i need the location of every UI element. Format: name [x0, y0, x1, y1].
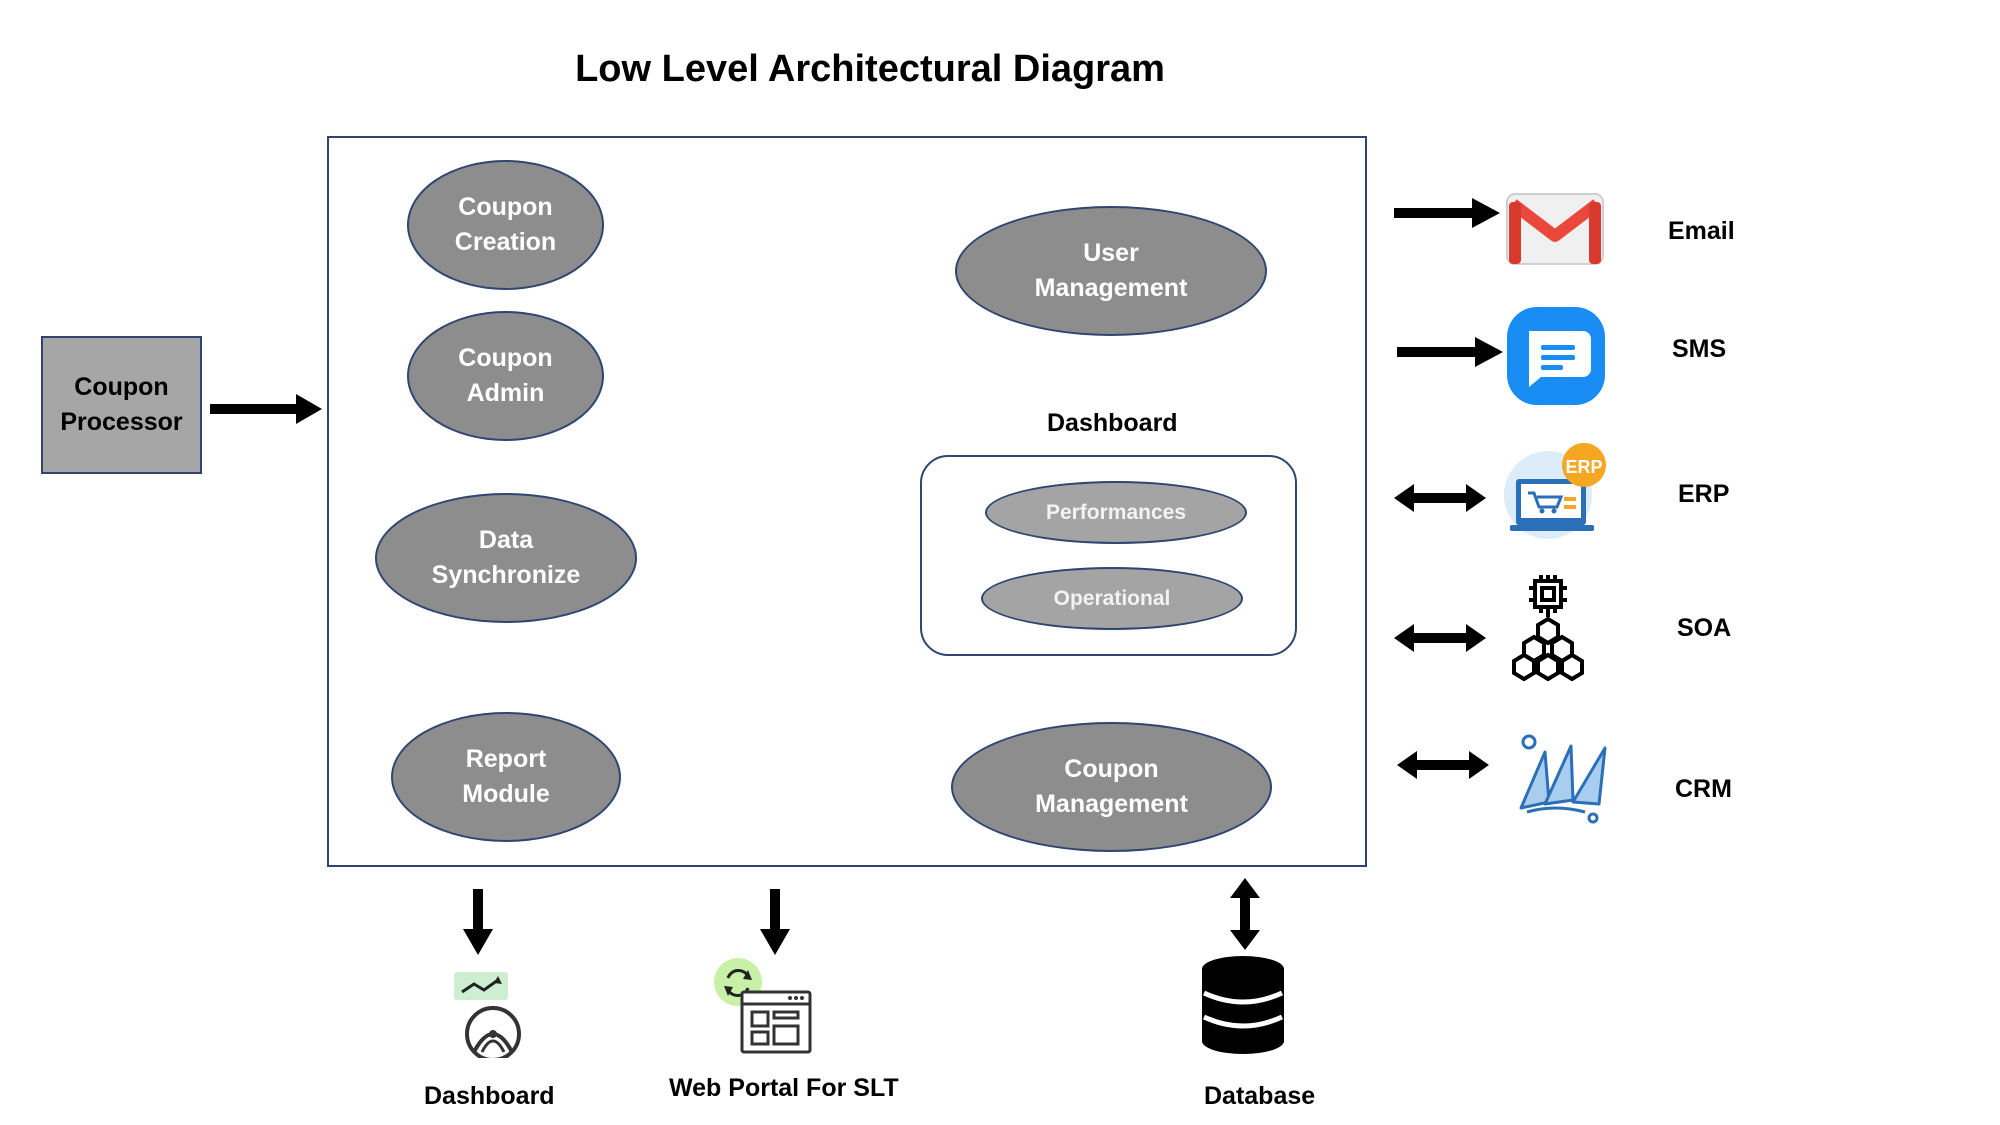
coupon-admin-label: Coupon Admin — [458, 344, 553, 407]
message-icon — [1507, 307, 1605, 405]
data-synchronize-module: Data Synchronize — [375, 493, 637, 623]
operational-label: Operational — [1053, 587, 1171, 610]
web-portal-label: Web Portal For SLT — [669, 1074, 899, 1102]
diagram-title: Low Level Architectural Diagram — [575, 48, 1165, 90]
database-double-arrow — [1230, 878, 1260, 950]
soa-label: SOA — [1677, 614, 1732, 642]
performances-label: Performances — [1045, 501, 1187, 524]
report-module: Report Module — [391, 712, 621, 842]
web-portal-down-arrow — [760, 889, 790, 955]
database-icon — [1202, 956, 1284, 1054]
sms-label: SMS — [1672, 335, 1727, 363]
gauge-icon — [454, 972, 521, 1058]
coupon-processor-box: Coupon Processor — [41, 336, 202, 474]
coupon-management-module: Coupon Management — [951, 722, 1272, 852]
operational-item: Operational — [981, 567, 1243, 630]
erp-icon: ERP — [1504, 443, 1606, 539]
crm-double-arrow — [1397, 751, 1489, 779]
coupon-processor-label: Coupon Processor — [60, 373, 183, 436]
processor-arrow — [210, 394, 322, 424]
crm-label: CRM — [1675, 775, 1732, 803]
soa-double-arrow — [1394, 624, 1486, 652]
coupon-creation-label: Coupon Creation — [454, 193, 557, 256]
email-label: Email — [1668, 217, 1735, 245]
coupon-admin-module: Coupon Admin — [407, 311, 604, 441]
dashboard-down-arrow — [463, 889, 493, 955]
erp-label: ERP — [1678, 480, 1730, 508]
dashboard-output-label: Dashboard — [424, 1082, 555, 1110]
gmail-icon — [1506, 193, 1604, 265]
user-management-label: User Management — [1034, 239, 1188, 302]
dashboard-group-title: Dashboard — [1047, 409, 1178, 437]
database-label: Database — [1204, 1082, 1316, 1110]
user-management-module: User Management — [955, 206, 1267, 336]
email-arrow — [1394, 198, 1500, 228]
performances-item: Performances — [985, 481, 1247, 544]
web-portal-icon — [714, 958, 812, 1054]
crm-sails-icon — [1519, 734, 1607, 824]
sms-arrow — [1397, 337, 1503, 367]
soa-cubes-icon — [1512, 575, 1584, 682]
svg-text:ERP: ERP — [1565, 457, 1602, 477]
report-module-label: Report Module — [462, 745, 550, 808]
erp-double-arrow — [1394, 484, 1486, 512]
coupon-creation-module: Coupon Creation — [407, 160, 604, 290]
coupon-management-label: Coupon Management — [1035, 755, 1188, 818]
data-synchronize-label: Data Synchronize — [431, 526, 581, 589]
